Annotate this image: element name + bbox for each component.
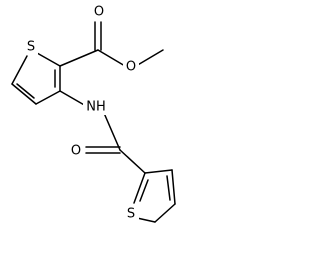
atom-nh: NH: [83, 98, 109, 115]
bond-c5-s1: [11, 55, 28, 85]
atom-label-oxygen-carbonyl-ester: O: [94, 5, 104, 20]
bond-c2p-c3p: [144, 169, 173, 174]
atom-oxygen-ester: O: [123, 58, 139, 75]
bond-amide-c-ring: [119, 149, 146, 174]
atom-label-sulfur-top: S: [27, 40, 35, 55]
atom-oxygen-amide: O: [68, 142, 85, 159]
atom-label-sulfur-bottom: S: [127, 207, 135, 222]
bond-s-c2p: [133, 172, 146, 204]
bond-c3p-c4p: [171, 169, 176, 205]
atom-label-nh: NH: [86, 100, 106, 115]
bond-o-methyl: [135, 49, 164, 67]
bond-carbonyl-o-ester: [97, 49, 126, 67]
bond-c4-c5: [11, 83, 37, 105]
bond-c3-n: [59, 90, 87, 107]
bond-s-c2p-inner: [139, 179, 149, 202]
bond-c4p-c5p: [154, 203, 176, 223]
bond-c5p-s: [136, 217, 156, 223]
bond-c3p-c4p-inner: [166, 175, 171, 201]
atom-sulfur-top: S: [24, 38, 38, 55]
atom-sulfur-bottom: S: [124, 205, 139, 222]
bond-c3-c4: [35, 90, 61, 105]
atom-label-oxygen-ester: O: [126, 60, 136, 75]
molecule-structure: S O O NH O S: [11, 3, 176, 223]
atom-label-oxygen-amide: O: [71, 144, 81, 159]
atom-oxygen-carbonyl-ester: O: [91, 3, 107, 20]
bond-s1-c2: [36, 52, 61, 67]
bond-n-amide-c: [103, 112, 121, 151]
bond-c2-carbonyl: [59, 49, 99, 67]
bond-c4-c5-inner: [16, 83, 35, 99]
